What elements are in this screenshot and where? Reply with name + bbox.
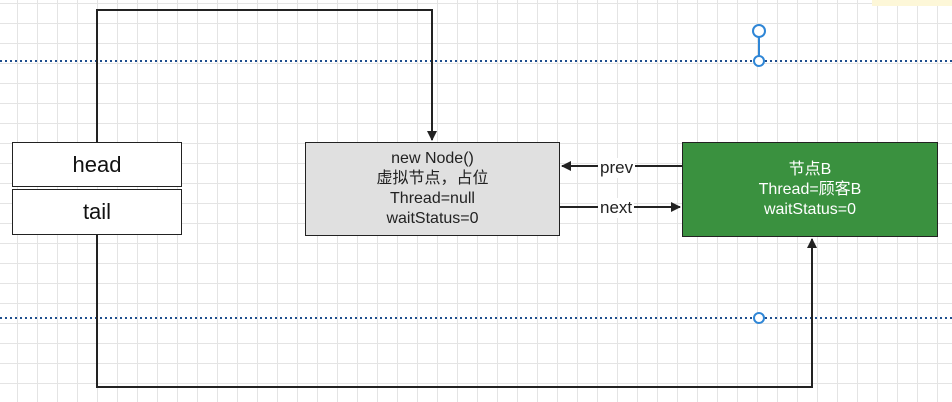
resize-handle-bottom[interactable] xyxy=(753,312,765,324)
node-b-line: waitStatus=0 xyxy=(763,200,857,218)
tail-pointer-arrow[interactable] xyxy=(96,235,817,388)
tail-field-box[interactable]: tail xyxy=(12,189,182,235)
head-label: head xyxy=(72,151,122,177)
dummy-node-line: waitStatus=0 xyxy=(386,210,479,227)
dummy-node-line: Thread=null xyxy=(390,190,475,207)
corner-highlight xyxy=(872,0,952,6)
dummy-node-line: new Node() xyxy=(391,150,474,167)
head-field-box[interactable]: head xyxy=(12,142,182,187)
prev-label: prev xyxy=(598,158,636,178)
node-b-box[interactable]: 节点B Thread=顾客B waitStatus=0 xyxy=(682,142,938,237)
dummy-node-line: 虚拟节点，占位 xyxy=(376,170,489,187)
dummy-node-box[interactable]: new Node() 虚拟节点，占位 Thread=null waitStatu… xyxy=(305,142,560,236)
tail-label: tail xyxy=(82,199,112,224)
head-pointer-arrow[interactable] xyxy=(96,9,437,142)
node-b-line: 节点B xyxy=(788,160,832,178)
resize-handle-top[interactable] xyxy=(753,55,765,67)
next-label: next xyxy=(598,198,635,218)
node-b-line: Thread=顾客B xyxy=(758,180,862,198)
rotate-handle[interactable] xyxy=(752,24,766,38)
